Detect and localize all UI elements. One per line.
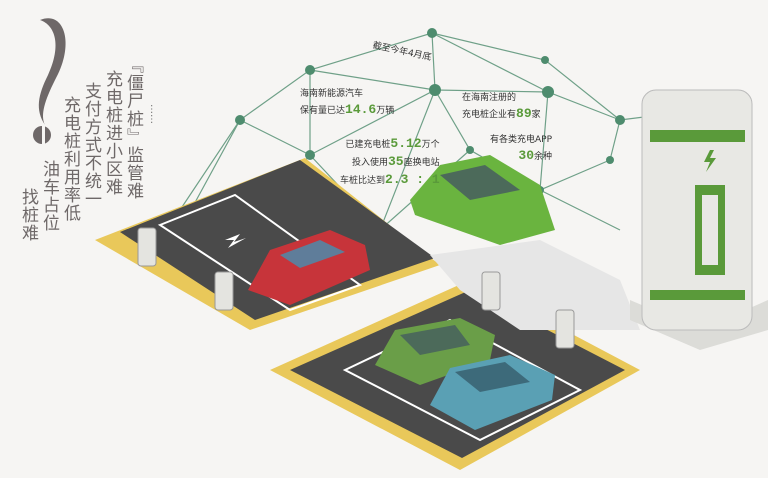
- problem-find-pile: 找桩难: [18, 188, 38, 242]
- parking-lot-upper: [95, 158, 440, 330]
- problem-utilization: 充电桩利用率低: [60, 96, 80, 222]
- stat-text: 有各类充电APP: [490, 135, 553, 145]
- stat-text: 座换电站: [403, 158, 440, 168]
- lightning-icon: [225, 234, 246, 248]
- stat-text: 家: [531, 110, 541, 120]
- car-red: [248, 230, 370, 305]
- ellipsis: ……: [148, 104, 159, 124]
- stat-text: 万辆: [376, 106, 395, 116]
- stat-value: 14.6: [345, 102, 377, 117]
- large-charging-station-icon: [630, 89, 768, 350]
- question-mark-icon: [33, 18, 66, 144]
- stat-value: 30: [518, 148, 534, 163]
- problem-fuel-car-occupy: 油车占位: [39, 160, 59, 232]
- stat-text: 车桩比达到: [340, 176, 386, 186]
- stat-value: 89: [516, 106, 532, 121]
- road: [430, 240, 640, 330]
- stat-value: 5.12: [390, 136, 422, 151]
- problem-payment: 支付方式不统一: [81, 82, 101, 208]
- stat-companies: 在海南注册的 充电桩企业有89家: [462, 90, 541, 123]
- stat-piles: 已建充电桩5.12万个 投入使用35座换电站 车桩比达到2.3 : 1: [340, 136, 440, 190]
- stat-text: 海南新能源汽车: [300, 89, 364, 99]
- stat-apps: 有各类充电APP 30余种: [490, 132, 552, 165]
- stat-text: 余种: [534, 152, 553, 162]
- stat-text: 已建充电桩: [345, 140, 391, 150]
- car-blue: [430, 355, 555, 430]
- stat-text: 在海南注册的: [462, 93, 517, 103]
- stat-text: 充电桩企业有: [462, 110, 517, 120]
- stat-value: 35: [388, 154, 404, 169]
- car-green: [410, 155, 555, 245]
- stat-text: 保有量已达: [300, 106, 346, 116]
- charging-pile-icon: [137, 227, 575, 349]
- stat-text: 投入使用: [351, 158, 388, 168]
- stat-text: 万个: [421, 140, 440, 150]
- stat-value: 2.3 : 1: [385, 172, 440, 187]
- problem-zombie-pile: 『僵尸桩』监管难: [123, 56, 143, 200]
- stat-ev-count: 海南新能源汽车 保有量已达14.6万辆: [300, 86, 394, 119]
- problem-community-access: 充电桩进小区难: [102, 70, 122, 196]
